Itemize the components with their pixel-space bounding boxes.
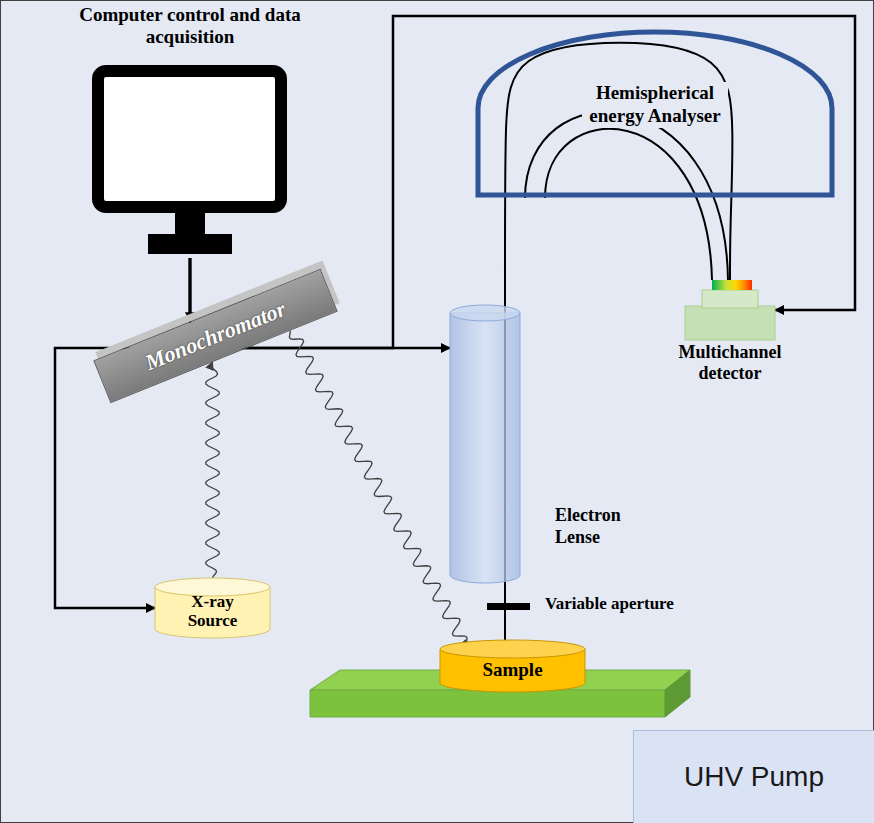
xray-beam	[289, 331, 468, 648]
detector-body	[685, 280, 775, 340]
xray-beam	[206, 362, 219, 578]
component-label: Multichannel detector	[655, 342, 805, 383]
detector-channels	[712, 280, 752, 290]
xray-source: X-ray Source	[155, 578, 270, 638]
detector-head	[702, 290, 758, 308]
monitor-base	[148, 234, 232, 254]
component-label: Sample	[482, 652, 542, 681]
component-label: UHV Pump	[684, 761, 824, 793]
monitor-screen	[98, 71, 281, 207]
electron-lens: Electron Lense	[450, 305, 520, 583]
cylinder-body	[450, 313, 520, 583]
component-label: Monochromator	[141, 296, 289, 376]
stage-front	[310, 690, 665, 717]
label-holder: Variable aperture	[545, 594, 674, 620]
computer-monitor: Computer control and data acquisition	[70, 4, 310, 258]
electron-trajectory	[545, 129, 712, 280]
monitor-neck	[175, 213, 205, 236]
computer-heading: Computer control and data acquisition	[70, 4, 310, 48]
lens-column	[450, 305, 520, 583]
component-label: X-ray Source	[175, 585, 250, 630]
dome-outline	[478, 32, 832, 195]
cylinder-top	[440, 640, 585, 658]
hemispherical-analyser: Hemispherical energy Analyser	[475, 30, 835, 198]
component-label: Electron Lense	[555, 505, 655, 548]
component-label: Hemispherical energy Analyser	[582, 82, 728, 128]
uhv-pump-box: UHV Pump	[633, 730, 874, 823]
cylinder-top	[450, 305, 520, 321]
aperture-bar	[487, 603, 530, 610]
sample-holder: Sample	[440, 640, 585, 692]
detector-base	[685, 306, 775, 340]
part-label: Variable aperture	[545, 594, 674, 614]
multichannel-detector: Multichannel detector	[655, 278, 805, 393]
monochromator-crystal: Monochromator	[93, 269, 337, 403]
detector-shape	[685, 280, 775, 340]
control-line	[55, 258, 190, 608]
stage-side	[665, 670, 690, 717]
